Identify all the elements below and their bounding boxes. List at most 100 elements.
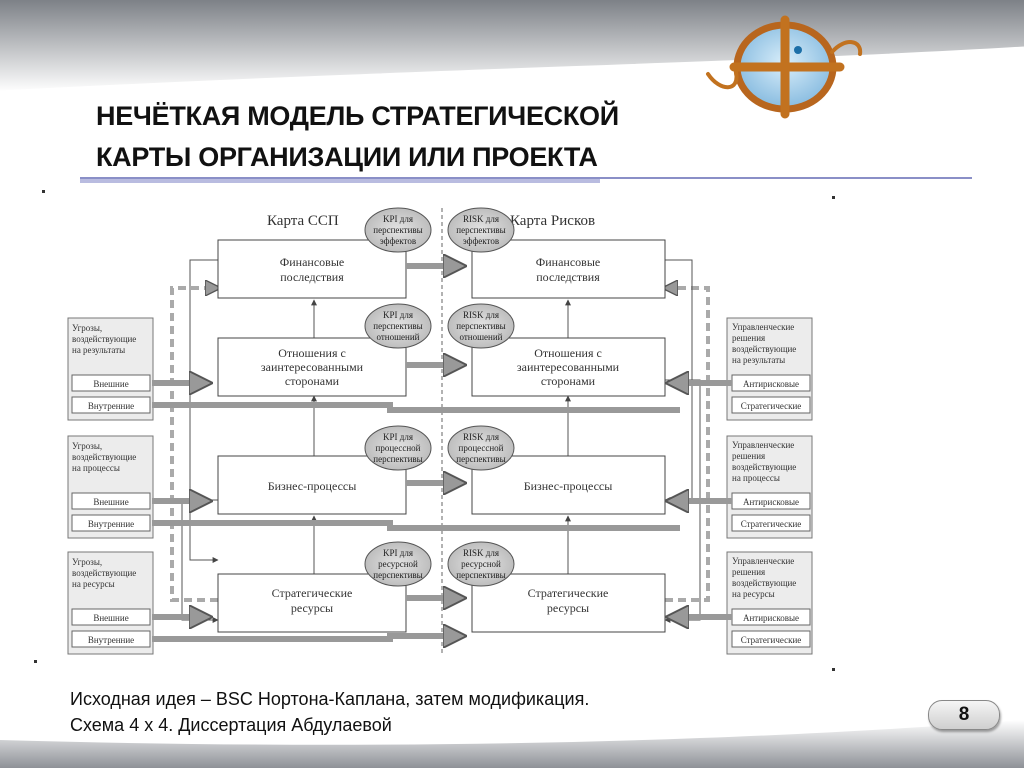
right-box-line: Отношения с	[534, 346, 602, 360]
mgmt-strat	[731, 630, 811, 648]
row-business-processes: Бизнес-процессы Бизнес-процессы KPI для …	[67, 425, 813, 539]
threat-external-label: Внешние	[93, 497, 128, 507]
mgmt-strat-label: Стратегические	[741, 635, 802, 645]
title-rule-accent	[80, 179, 600, 183]
kpi-ellipse	[364, 541, 432, 587]
threat-internal	[71, 630, 151, 648]
threat-external-label: Внешние	[93, 613, 128, 623]
mgmt-label: Управленческие	[732, 322, 794, 332]
right-box-line: Бизнес-процессы	[524, 479, 613, 493]
row-strategic-resources: Стратегические ресурсы Стратегические ре…	[67, 541, 813, 655]
footer-band	[0, 720, 1024, 768]
kpi-text: перспективы	[373, 321, 422, 331]
risk-text: ресурсной	[461, 559, 501, 569]
left-map-heading: Карта ССП	[267, 213, 339, 229]
left-box-line: сторонами	[285, 374, 340, 388]
kpi-text: KPI для	[383, 310, 413, 320]
threat-internal-label: Внутренние	[88, 401, 134, 411]
right-box-financial	[471, 239, 666, 299]
right-box-line: последствия	[536, 270, 600, 284]
threat-arrow	[152, 636, 462, 639]
strategy-map-diagram: Карта ССП Карта Рисков Финансовые послед…	[67, 207, 813, 656]
mgmt-strat	[731, 514, 811, 532]
kpi-text: KPI для	[383, 214, 413, 224]
left-box-line: ресурсы	[291, 601, 333, 615]
threat-external	[71, 608, 151, 626]
kpi-text: эффектов	[380, 236, 416, 246]
left-thin-loop	[189, 259, 219, 563]
slide-title: НЕЧЁТКАЯ МОДЕЛЬ СТРАТЕГИЧЕСКОЙ КАРТЫ ОРГ…	[96, 96, 696, 178]
right-feedback-loop	[665, 288, 710, 602]
risk-text: RISK для	[463, 214, 499, 224]
right-box-processes	[471, 455, 666, 515]
threat-external	[71, 492, 151, 510]
left-box-line: Отношения с	[278, 346, 346, 360]
title-line-2: КАРТЫ ОРГАНИЗАЦИИ ИЛИ ПРОЕКТА	[96, 142, 598, 172]
left-box-stakeholders	[217, 337, 407, 397]
row-financial: Финансовые последствия Финансовые послед…	[217, 207, 666, 299]
kpi-text: перспективы	[373, 454, 422, 464]
right-box-line: сторонами	[541, 374, 596, 388]
left-box-line: заинтересованными	[261, 360, 364, 374]
right-box-line: Финансовые	[536, 255, 600, 269]
mgmt-label: Управленческие	[732, 440, 794, 450]
risk-text: перспективы	[456, 225, 505, 235]
threats-label: на процессы	[72, 463, 120, 473]
risk-ellipse	[447, 541, 515, 587]
mgmt-label: воздействующие	[732, 462, 796, 472]
caption-line-2: Схема 4 х 4. Диссертация Абдулаевой	[70, 715, 392, 735]
corner-dot	[832, 668, 835, 671]
kpi-text: процессной	[376, 443, 421, 453]
caption-line-1: Исходная идея – BSC Нортона-Каплана, зат…	[70, 689, 590, 709]
threats-label: на ресурсы	[72, 579, 115, 589]
threat-internal-label: Внутренние	[88, 519, 134, 529]
page-number-badge: 8	[928, 700, 1000, 730]
risk-text: эффектов	[463, 236, 499, 246]
kpi-ellipse	[364, 303, 432, 349]
mgmt-label: на процессы	[732, 473, 780, 483]
risk-text: процессной	[459, 443, 504, 453]
threat-internal-label: Внутренние	[88, 635, 134, 645]
risk-text: перспективы	[456, 570, 505, 580]
mgmt-anti-label: Антирисковые	[743, 497, 799, 507]
risk-text: RISK для	[463, 548, 499, 558]
mgmt-strat-label: Стратегические	[741, 519, 802, 529]
corner-dot	[34, 660, 37, 663]
mgmt-label: на ресурсы	[732, 589, 775, 599]
right-box-line: Стратегические	[528, 586, 609, 600]
header-swoosh	[0, 46, 1024, 94]
mgmt-strat	[731, 396, 811, 414]
left-box-line: Финансовые	[280, 255, 344, 269]
mgmt-anti-label: Антирисковые	[743, 613, 799, 623]
left-box-line: последствия	[280, 270, 344, 284]
mgmt-label: на результаты	[732, 355, 785, 365]
left-box-financial	[217, 239, 407, 299]
row-stakeholders: Отношения с заинтересованными сторонами …	[67, 303, 813, 421]
mgmt-label: решения	[732, 567, 765, 577]
threats-label: Угрозы,	[72, 323, 102, 333]
threats-label: воздействующие	[72, 334, 136, 344]
threats-label: Угрозы,	[72, 557, 102, 567]
kpi-text: перспективы	[373, 225, 422, 235]
left-feedback-loop	[170, 288, 218, 602]
threats-label: воздействующие	[72, 568, 136, 578]
right-map-heading: Карта Рисков	[510, 213, 595, 229]
logo-emblem	[706, 15, 863, 119]
corner-dot	[832, 196, 835, 199]
right-box-line: заинтересованными	[517, 360, 620, 374]
risk-ellipse	[447, 425, 515, 471]
mgmt-strat-label: Стратегические	[741, 401, 802, 411]
slide-caption: Исходная идея – BSC Нортона-Каплана, зат…	[70, 686, 830, 738]
risk-ellipse	[447, 303, 515, 349]
left-box-line: Бизнес-процессы	[268, 479, 357, 493]
mgmt-label: воздействующие	[732, 578, 796, 588]
left-box-resources	[217, 573, 407, 633]
kpi-text: KPI для	[383, 432, 413, 442]
kpi-text: перспективы	[373, 570, 422, 580]
header-band	[0, 0, 1024, 92]
left-box-line: Стратегические	[272, 586, 353, 600]
right-box-resources	[471, 573, 666, 633]
threat-arrow	[152, 520, 680, 531]
mgmt-label: решения	[732, 451, 765, 461]
threat-arrow	[152, 402, 680, 413]
